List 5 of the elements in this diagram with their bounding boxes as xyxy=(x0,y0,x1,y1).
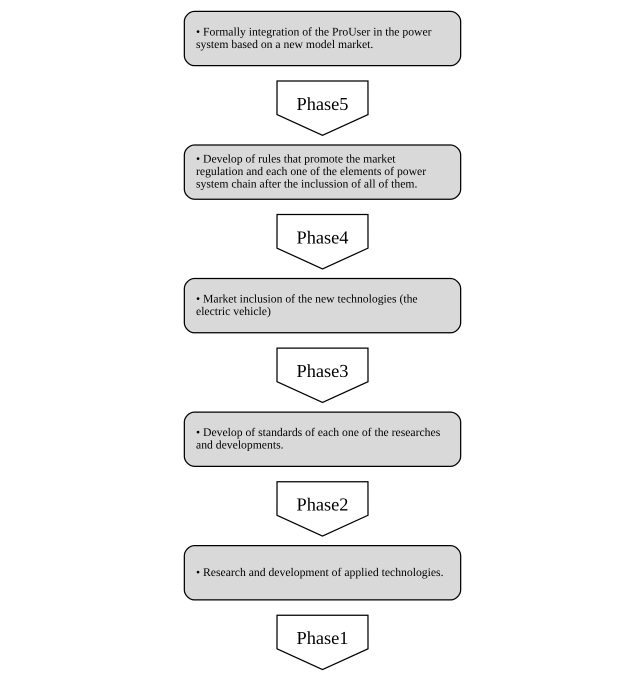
node-box: • Develop of rules that promote the market regulation and each one of the elements of power system chain after the inclussion of all of them. xyxy=(183,144,461,200)
node-box: • Market inclusion of the new technologies (the electric vehicle) xyxy=(183,278,461,334)
node-box: • Formally integration of the ProUser in the power system based on a new model market. xyxy=(183,10,461,66)
node-box: • Develop of standards of each one of the researches and developments. xyxy=(183,411,461,467)
node-box: • Research and development of applied technologies. xyxy=(183,545,461,601)
